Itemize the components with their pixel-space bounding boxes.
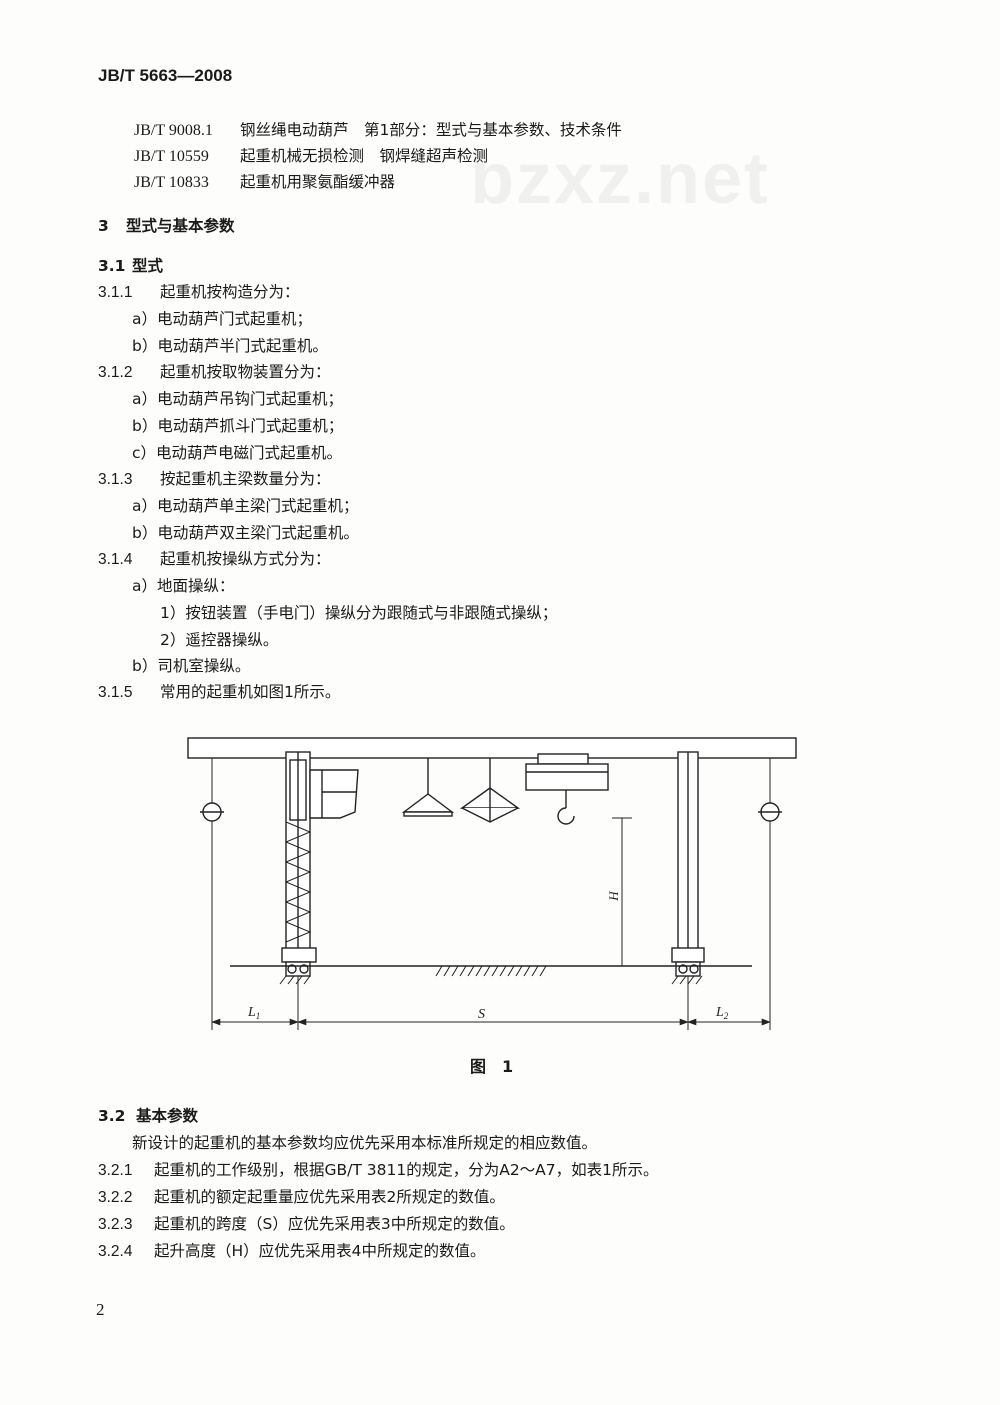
clause: 3.1.3 按起重机主梁数量分为：	[98, 469, 331, 490]
paragraph: 新设计的起重机的基本参数均应优先采用本标准所规定的相应数值。	[132, 1134, 598, 1152]
clause-text: 起重机按构造分为：	[160, 283, 300, 301]
sub-list-item: 1）按钮装置（手电门）操纵分为跟随式与非跟随式操纵；	[160, 604, 558, 622]
right-overhang-label: L2	[715, 1005, 729, 1021]
reference-code: JB/T 9008.1	[134, 122, 213, 139]
clause-number: 3.2.4	[98, 1243, 133, 1260]
clause-number: 3.1.5	[98, 684, 133, 701]
subsection-number: 3.1	[98, 257, 126, 275]
clause-number: 3.2.3	[98, 1216, 133, 1233]
clause: 3.2.3 起重机的跨度（S）应优先采用表3中所规定的数值。	[98, 1214, 515, 1235]
clause-text: 按起重机主梁数量分为：	[160, 470, 331, 488]
operator-cab	[309, 769, 359, 819]
clause: 3.2.4 起升高度（H）应优先采用表4中所规定的数值。	[98, 1241, 486, 1262]
clause-text: 起重机按取物装置分为：	[160, 363, 331, 381]
list-item: b）电动葫芦半门式起重机。	[132, 337, 328, 355]
clause-number: 3.2.2	[98, 1189, 133, 1206]
clause-number: 3.2.1	[98, 1162, 133, 1179]
list-item: b）电动葫芦双主梁门式起重机。	[132, 524, 359, 542]
watermark: bzxz.net	[470, 139, 771, 219]
reference-title: 钢丝绳电动葫芦 第1部分：型式与基本参数、技术条件	[240, 121, 622, 139]
left-leg-base	[281, 947, 317, 963]
clause: 3.2.1 起重机的工作级别，根据GB/T 3811的规定，分为A2～A7，如表1…	[98, 1160, 659, 1181]
trolley	[537, 753, 589, 765]
clause: 3.2.2 起重机的额定起重量应优先采用表2所规定的数值。	[98, 1187, 505, 1208]
reference-code: JB/T 10559	[134, 148, 209, 165]
figure-caption: 图 1	[470, 1057, 514, 1076]
right-leg-base	[671, 947, 705, 963]
clause-text: 起重机的工作级别，根据GB/T 3811的规定，分为A2～A7，如表1所示。	[154, 1161, 659, 1179]
reference-item: JB/T 10559 起重机械无损检测 钢焊缝超声检测	[134, 146, 488, 167]
page-number: 2	[96, 1300, 105, 1319]
section-number: 3	[98, 217, 109, 235]
reference-title: 起重机械无损检测 钢焊缝超声检测	[240, 147, 489, 165]
clause-number: 3.1.1	[98, 284, 133, 301]
clause: 3.1.4 起重机按操纵方式分为：	[98, 549, 331, 570]
clause-text: 常用的起重机如图1所示。	[160, 683, 341, 701]
clause-number: 3.1.2	[98, 364, 133, 381]
subsection-title: 基本参数	[136, 1107, 199, 1125]
clause: 3.1.1 起重机按构造分为：	[98, 282, 300, 303]
sub-list-item: 2）遥控器操纵。	[160, 631, 279, 649]
list-item: b）司机室操纵。	[132, 657, 251, 675]
reference-code: JB/T 10833	[134, 174, 209, 191]
list-item: a）电动葫芦吊钩门式起重机；	[132, 390, 343, 408]
gantry-crane-figure: H S L1 L2	[187, 737, 797, 1030]
document-id-header: JB/T 5663—2008	[98, 66, 233, 85]
list-item: a）电动葫芦单主梁门式起重机；	[132, 497, 359, 515]
reference-item: JB/T 10833 起重机用聚氨酯缓冲器	[134, 172, 395, 193]
reference-item: JB/T 9008.1 钢丝绳电动葫芦 第1部分：型式与基本参数、技术条件	[134, 120, 622, 141]
subsection-title: 型式	[132, 257, 164, 275]
clause-text: 起升高度（H）应优先采用表4中所规定的数值。	[154, 1242, 486, 1260]
clause-number: 3.1.3	[98, 471, 133, 488]
section-heading: 3 型式与基本参数	[98, 216, 235, 236]
subsection-number: 3.2	[98, 1107, 126, 1125]
height-label: H	[606, 891, 621, 902]
subsection-heading: 3.2 基本参数	[98, 1106, 198, 1126]
list-item: a）地面操纵：	[132, 577, 235, 595]
list-item: a）电动葫芦门式起重机；	[132, 310, 312, 328]
list-item: b）电动葫芦抓斗门式起重机；	[132, 417, 344, 435]
clause-text: 起重机的额定起重量应优先采用表2所规定的数值。	[154, 1188, 505, 1206]
list-item: c）电动葫芦电磁门式起重机。	[132, 444, 343, 462]
clause-text: 起重机的跨度（S）应优先采用表3中所规定的数值。	[154, 1215, 515, 1233]
hook	[557, 807, 575, 825]
clause-number: 3.1.4	[98, 551, 133, 568]
section-title: 型式与基本参数	[126, 217, 235, 235]
reference-title: 起重机用聚氨酯缓冲器	[240, 173, 396, 191]
subsection-heading: 3.1 型式	[98, 256, 163, 276]
clause: 3.1.2 起重机按取物装置分为：	[98, 362, 331, 383]
clause: 3.1.5 常用的起重机如图1所示。	[98, 682, 340, 703]
span-label: S	[478, 1007, 485, 1022]
electromagnet	[525, 763, 609, 791]
main-girder	[187, 737, 797, 759]
hook-hoist	[401, 793, 455, 813]
clause-text: 起重机按操纵方式分为：	[160, 550, 331, 568]
left-overhang-label: L1	[247, 1005, 260, 1021]
